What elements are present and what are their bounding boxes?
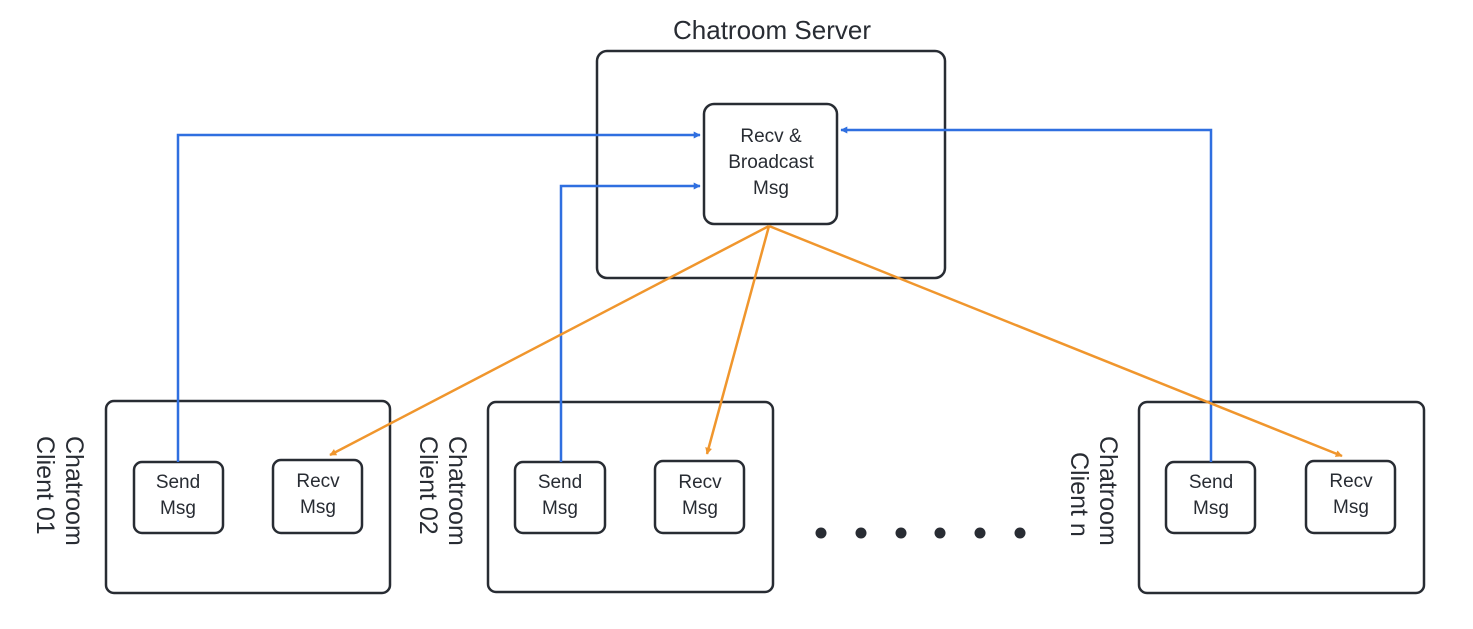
client-01-label-line2: Client 01: [31, 436, 59, 535]
recv-broadcast-box: [702, 102, 839, 226]
broadcast-arrow-client-02: [705, 225, 771, 455]
client-01-send-line2: Msg: [160, 498, 196, 519]
client-01-label-line1: Chatroom: [60, 436, 88, 546]
client-02-recv-line1: Recv: [678, 472, 722, 493]
client-02-label-line2: Client 02: [414, 436, 442, 535]
client-02-send-line2: Msg: [542, 498, 578, 519]
client-n-send-line1: Send: [1189, 472, 1233, 493]
client-02-box: [486, 400, 775, 594]
recv-broadcast-label-line3: Msg: [753, 178, 789, 199]
send-arrow-client-02: [559, 182, 701, 462]
client-n: Chatroom Client n Send Msg Recv Msg: [1065, 400, 1426, 595]
send-arrow-client-01: [176, 131, 701, 462]
client-02-recv-box: [653, 459, 746, 535]
send-arrow-client-n: [840, 126, 1213, 462]
client-n-label-line2: Client n: [1065, 452, 1093, 537]
ellipsis-dots: [815, 527, 1026, 539]
client-02-label-line1: Chatroom: [443, 436, 471, 546]
client-01-recv-line2: Msg: [300, 497, 336, 518]
client-01: Chatroom Client 01 Send Msg Recv Msg: [31, 399, 392, 595]
recv-broadcast-label-line1: Recv &: [740, 126, 802, 147]
broadcast-arrow-client-n: [768, 224, 1343, 458]
client-01-recv-box: [271, 458, 364, 535]
client-n-recv-box: [1304, 459, 1397, 535]
recv-broadcast-label-line2: Broadcast: [728, 152, 814, 173]
client-02-recv-line2: Msg: [682, 498, 718, 519]
client-n-label-line1: Chatroom: [1094, 436, 1122, 546]
client-01-recv-line1: Recv: [296, 471, 340, 492]
broadcast-arrow-client-01: [329, 224, 770, 457]
client-01-send-line1: Send: [156, 472, 200, 493]
client-n-recv-line2: Msg: [1333, 497, 1369, 518]
client-02: Chatroom Client 02 Send Msg Recv Msg: [414, 400, 775, 594]
client-n-send-line2: Msg: [1193, 498, 1229, 519]
client-02-send-line1: Send: [538, 472, 582, 493]
server-title: Chatroom Server: [673, 15, 871, 45]
client-n-recv-line1: Recv: [1329, 471, 1373, 492]
